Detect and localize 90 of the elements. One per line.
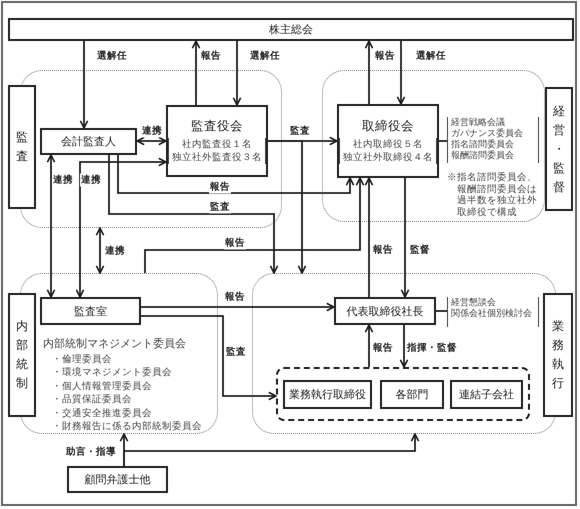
shareholders-box [8, 18, 574, 41]
list-item: 経営戦略会議 [451, 118, 506, 128]
box-title: 監査役会 [191, 118, 243, 135]
side-label-box [543, 293, 573, 417]
box-label: 監査室 [74, 304, 107, 318]
list-item: 経営懇談会 [451, 298, 497, 308]
edge-label: 報告 [372, 342, 394, 354]
list-heading: 内部統制マネジメント委員会 [43, 336, 186, 351]
board-box [337, 104, 439, 178]
arrow [136, 136, 167, 146]
box-label: 連結子会社 [459, 387, 514, 402]
edge-label: 連携 [141, 124, 163, 138]
arrow [123, 433, 420, 466]
side-label-box [8, 293, 36, 417]
arrow [268, 140, 306, 274]
list-item: ・環境マネジメント委員会 [52, 366, 172, 379]
arrow [364, 177, 374, 297]
list-item: ・倫理委員会 [52, 352, 112, 366]
edge-label: 指揮・監督 [406, 342, 458, 354]
box-title: 取締役会 [362, 118, 414, 135]
edge-label: 報告 [372, 244, 394, 256]
process-box [450, 380, 523, 409]
list-item: ・財務報告に係る内部統制委員会 [52, 420, 202, 433]
list-item: 関係会社個別検討会 [451, 309, 533, 320]
edge-label: 監査 [209, 200, 231, 214]
box-label: 業務執行取締役 [289, 387, 366, 402]
arrow [108, 155, 278, 274]
arrow [400, 178, 410, 298]
dashed-group [276, 367, 530, 421]
edge-label: 監督 [409, 244, 431, 256]
box-label: 各部門 [396, 387, 428, 402]
arrow [364, 324, 374, 367]
side-label-box [545, 87, 573, 211]
board-box [166, 105, 268, 177]
arrow [400, 325, 408, 368]
list-item: ・品質保証委員会 [52, 393, 132, 406]
process-box [40, 128, 137, 155]
arrow [96, 227, 104, 274]
arrow [396, 41, 406, 105]
edge-label: 選解任 [415, 50, 447, 62]
side-label-box [8, 85, 36, 209]
edge-label: 報告 [200, 50, 222, 62]
arrow [141, 302, 335, 312]
process-box [380, 380, 444, 409]
arrow [232, 41, 242, 106]
connector-line [436, 310, 447, 312]
edge-label: 連携 [104, 244, 126, 258]
side-label: 経営・監督 [553, 102, 565, 196]
arrow [144, 177, 364, 273]
edge-label: 監査 [225, 346, 247, 358]
process-box [334, 297, 436, 325]
list-item: ・交通安全推進委員会 [52, 406, 152, 420]
process-box [40, 297, 141, 325]
edge-label: 選解任 [96, 50, 128, 62]
box-label: 株主総会 [269, 22, 313, 37]
arrow [117, 155, 354, 194]
box-label: 顧問弁護士他 [84, 472, 150, 487]
list-item: 報酬諮問委員会 [451, 151, 515, 162]
box-label: 会計監査人 [61, 134, 116, 149]
member-label: 独立社外監査役３名 [172, 151, 262, 164]
note-text: ※指名諮問委員会、報酬諮問委員会は過半数を独立社外取締役で構成 [447, 172, 538, 218]
dotted-region [322, 70, 545, 222]
edge-label: 連携 [80, 174, 102, 186]
list-item: ガバナンス委員会 [451, 129, 524, 139]
arrow [364, 40, 374, 104]
list-item: 指名諮問委員会 [451, 140, 515, 150]
box-label: 代表取締役社長 [346, 304, 424, 318]
arrow [76, 158, 167, 298]
edge-label: 選解任 [249, 50, 281, 62]
connector-line [439, 140, 447, 142]
edge-label: 報告 [374, 50, 396, 62]
side-label: 監査 [16, 129, 28, 165]
list-item: ・個人情報管理委員会 [52, 380, 152, 392]
member-label: 社内取締役５名 [353, 138, 423, 151]
process-box [67, 466, 168, 493]
member-label: 社内監査役１名 [182, 138, 252, 151]
edge-label: 報告 [209, 180, 231, 194]
side-label: 内部統制 [16, 318, 28, 392]
arrow [46, 154, 56, 298]
edge-label: 報告 [224, 236, 246, 250]
arrow [80, 41, 88, 129]
edge-label: 報告 [224, 290, 246, 304]
member-label: 独立社外取締役４名 [343, 151, 433, 164]
edge-label: 助言・指導 [65, 446, 117, 458]
edge-label: 監査 [289, 124, 311, 138]
arrow [192, 40, 200, 105]
side-label: 業務執行 [552, 318, 564, 392]
edge-label: 連携 [52, 174, 74, 186]
arrow [141, 315, 277, 400]
process-box [283, 380, 372, 409]
